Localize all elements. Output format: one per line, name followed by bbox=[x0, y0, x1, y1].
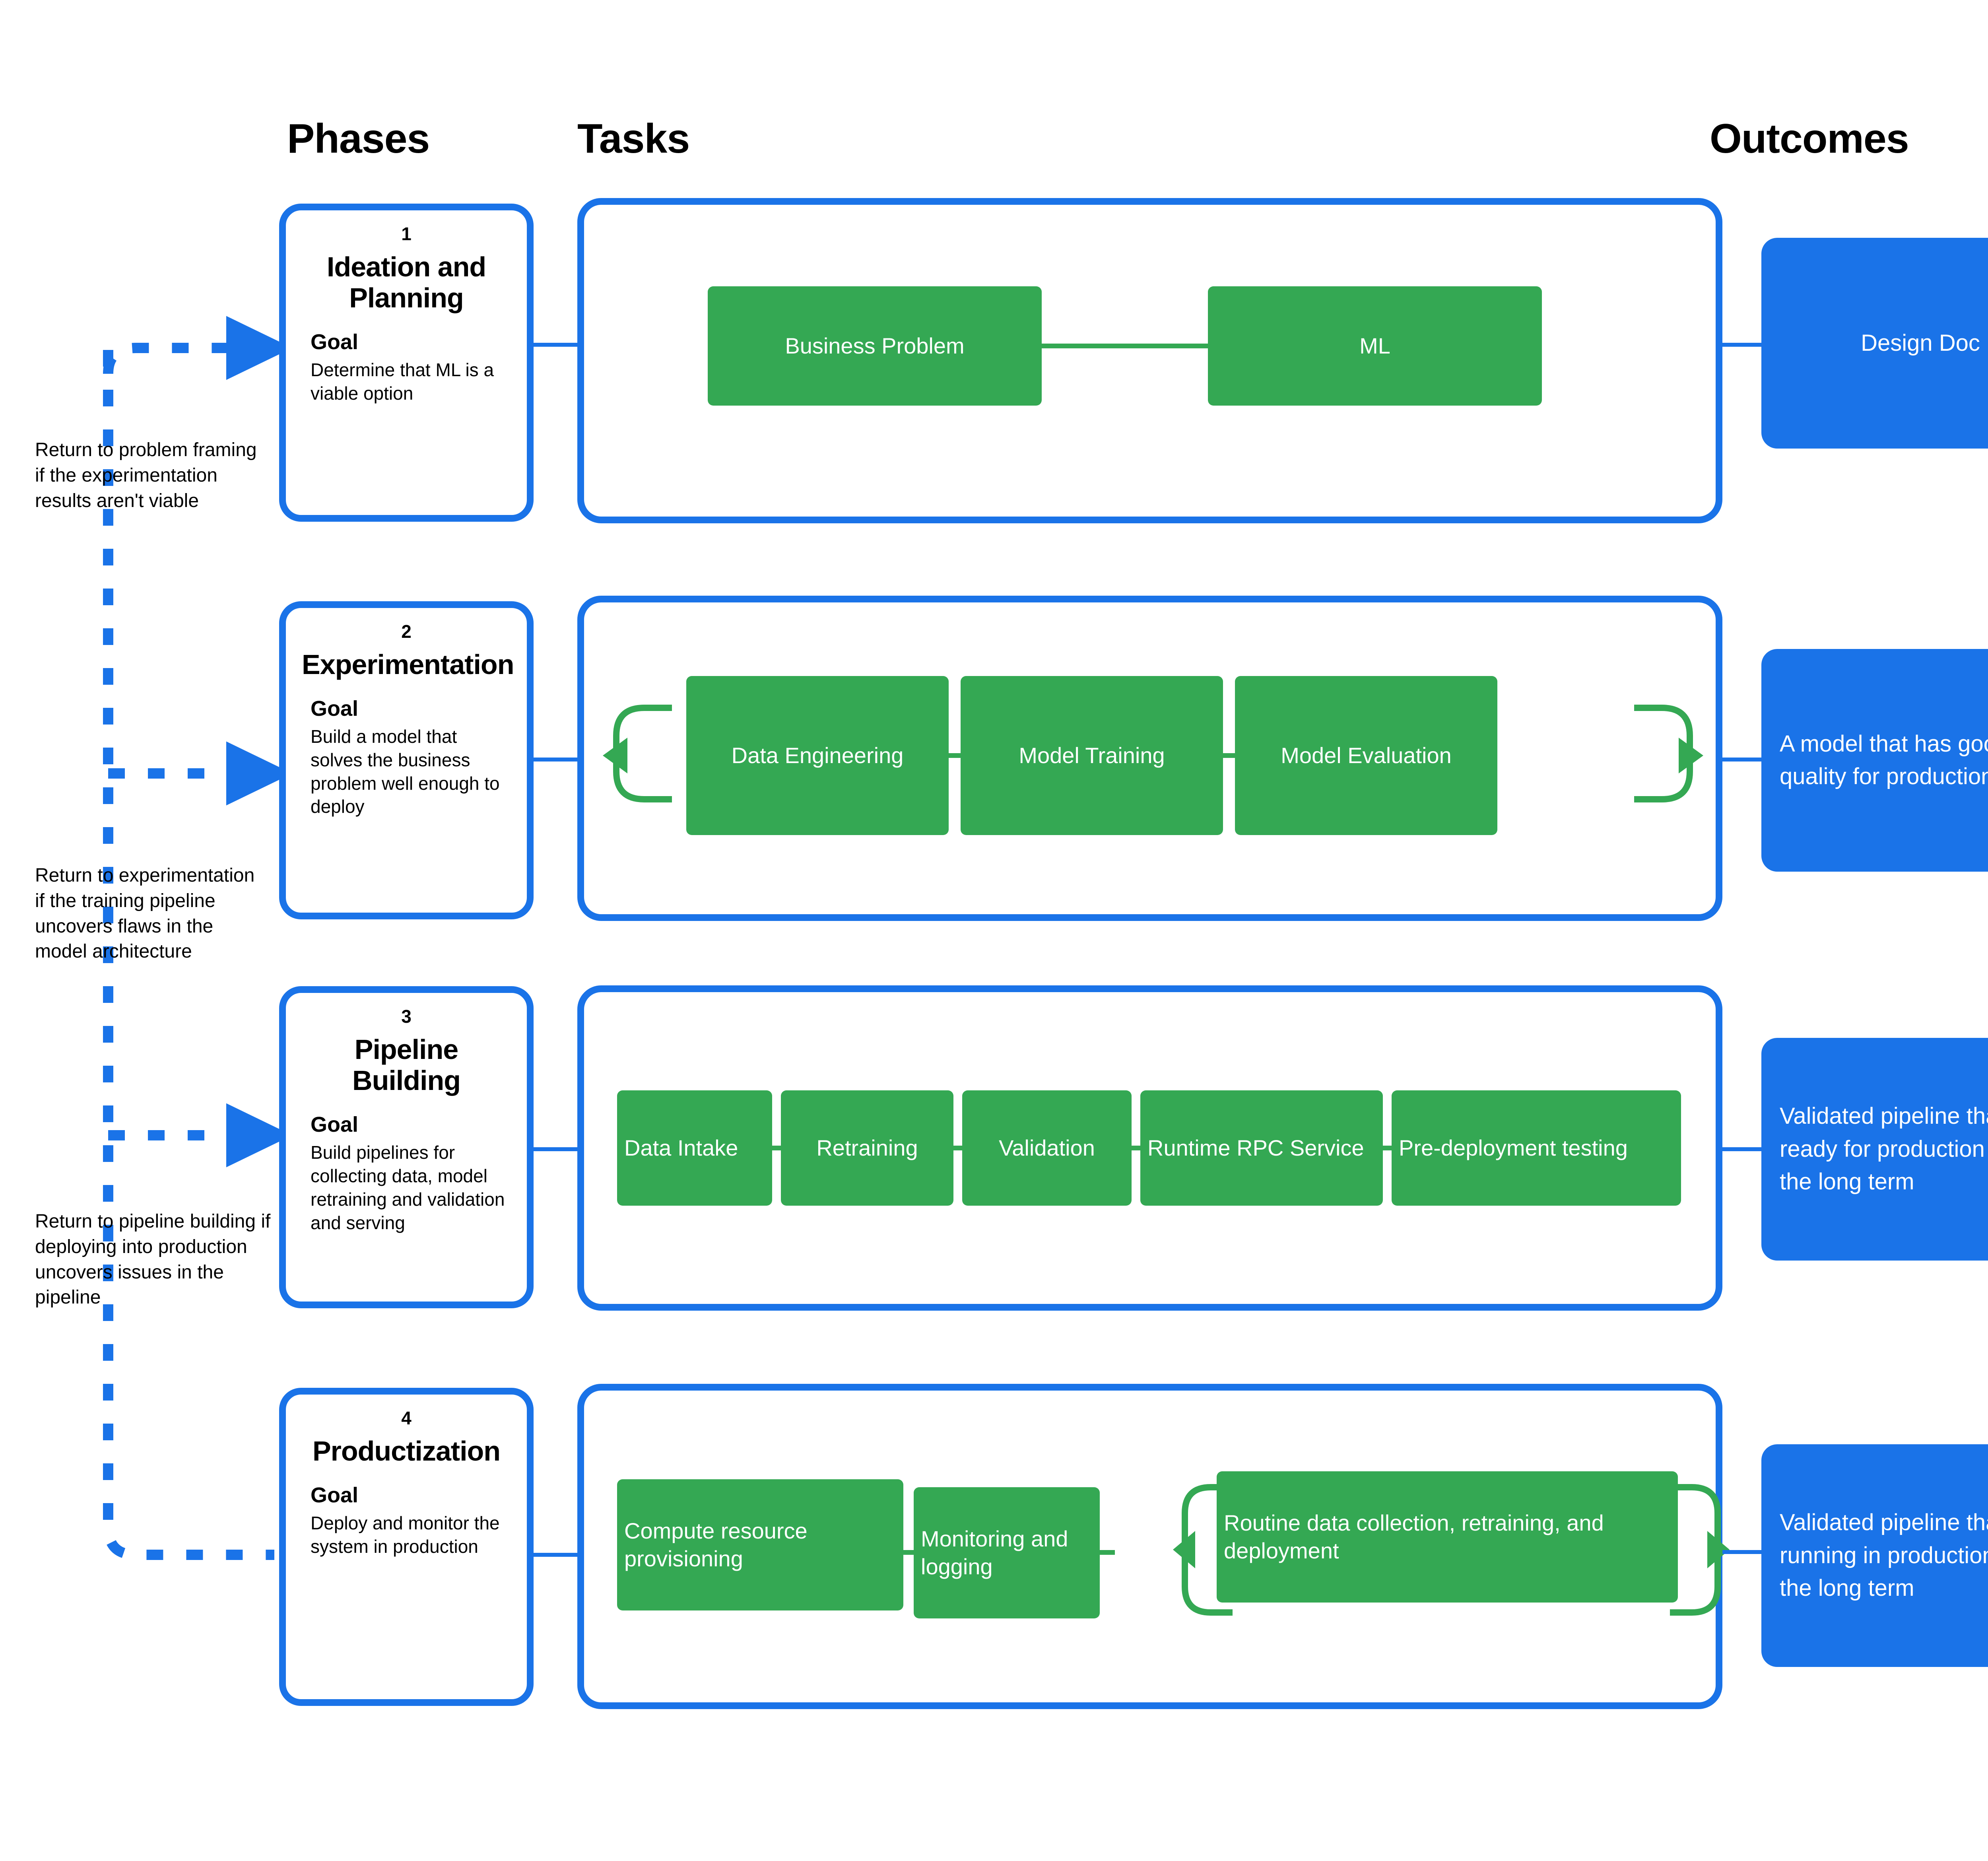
outcome-box-design-doc[interactable]: Design Doc bbox=[1761, 238, 1988, 449]
connector-de-mt bbox=[949, 753, 961, 758]
task-box-model-evaluation[interactable]: Model Evaluation bbox=[1235, 676, 1497, 835]
experimentation-loop-arrows bbox=[603, 705, 1703, 802]
task-box-ml[interactable]: ML bbox=[1208, 286, 1542, 406]
return-note-ideation: Return to problem framing if the experim… bbox=[35, 439, 257, 511]
connector-mt-me bbox=[1223, 753, 1235, 758]
phase-card-3[interactable]: 3 Pipeline Building Goal Build pipelines… bbox=[279, 986, 534, 1308]
goal-text-4: Deploy and monitor the system in product… bbox=[311, 1512, 500, 1557]
connector-val-rpc bbox=[1132, 1146, 1140, 1150]
task-box-validation[interactable]: Validation bbox=[962, 1090, 1132, 1206]
return-route-productization-to-ideation bbox=[103, 350, 274, 1560]
goal-text-2: Build a model that solves the business p… bbox=[311, 726, 500, 817]
connector-rt-val bbox=[953, 1146, 962, 1150]
goal-label-2: Goal bbox=[311, 696, 359, 721]
phase-title-4: Productization bbox=[312, 1435, 501, 1467]
goal-block-2: Goal Build a model that solves the busin… bbox=[302, 696, 511, 818]
return-arrow-to-ideation bbox=[103, 316, 293, 380]
connector-di-rt bbox=[772, 1146, 781, 1150]
connector-crp-ml bbox=[903, 1550, 914, 1555]
connector-phase2-tasks bbox=[534, 758, 581, 761]
task-box-model-training[interactable]: Model Training bbox=[961, 676, 1223, 835]
task-box-business-problem[interactable]: Business Problem bbox=[708, 286, 1042, 406]
connector-tasks2-outcome2 bbox=[1722, 758, 1770, 761]
phase-number-3: 3 bbox=[401, 1006, 412, 1027]
connector-tasks3-outcome3 bbox=[1722, 1147, 1770, 1151]
column-header-tasks: Tasks bbox=[577, 116, 690, 162]
connector-phase3-tasks bbox=[534, 1147, 581, 1151]
connector-ml-rdc bbox=[1100, 1550, 1115, 1555]
task-box-data-intake[interactable]: Data Intake bbox=[617, 1090, 772, 1206]
phase-card-1[interactable]: 1 Ideation and Planning Goal Determine t… bbox=[279, 204, 534, 522]
return-note-experimentation: Return to experimentation if the trainin… bbox=[35, 865, 255, 962]
goal-label-4: Goal bbox=[311, 1483, 359, 1507]
connector-business-problem-ml bbox=[1042, 344, 1208, 348]
task-box-routine-data-collection[interactable]: Routine data collection, retraining, and… bbox=[1217, 1471, 1678, 1603]
phase-title-2: Experimentation bbox=[302, 649, 514, 680]
outcome-box-good-model[interactable]: A model that has good quality for produc… bbox=[1761, 649, 1988, 872]
connector-rpc-pdt bbox=[1383, 1146, 1392, 1150]
goal-text-3: Build pipelines for collecting data, mod… bbox=[311, 1142, 505, 1233]
phase-number-2: 2 bbox=[401, 621, 412, 642]
task-box-retraining[interactable]: Retraining bbox=[781, 1090, 953, 1206]
phase-title-1: Ideation and Planning bbox=[326, 251, 486, 313]
goal-block-1: Goal Determine that ML is a viable optio… bbox=[302, 329, 511, 405]
outcome-box-validated-running[interactable]: Validated pipeline that's running in pro… bbox=[1761, 1444, 1988, 1667]
task-box-runtime-rpc-service[interactable]: Runtime RPC Service bbox=[1140, 1090, 1383, 1206]
column-header-outcomes: Outcomes bbox=[1710, 116, 1909, 162]
connector-phase1-tasks bbox=[534, 343, 581, 347]
connector-phase4-tasks bbox=[534, 1553, 581, 1557]
task-box-data-engineering[interactable]: Data Engineering bbox=[686, 676, 949, 835]
connector-tasks1-outcome1 bbox=[1722, 343, 1770, 347]
goal-block-4: Goal Deploy and monitor the system in pr… bbox=[302, 1482, 511, 1558]
task-box-pre-deployment-testing[interactable]: Pre-deployment testing bbox=[1392, 1090, 1681, 1206]
goal-label-1: Goal bbox=[311, 330, 359, 354]
task-box-compute-resource-provisioning[interactable]: Compute resource provisioning bbox=[617, 1479, 903, 1610]
phase-number-4: 4 bbox=[401, 1408, 412, 1428]
outcome-box-validated-ready[interactable]: Validated pipeline that's ready for prod… bbox=[1761, 1038, 1988, 1261]
phase-number-1: 1 bbox=[401, 223, 412, 244]
productization-loop-arrows bbox=[1173, 1484, 1730, 1616]
task-box-monitoring-and-logging[interactable]: Monitoring and logging bbox=[914, 1487, 1100, 1618]
goal-text-1: Determine that ML is a viable option bbox=[311, 359, 494, 404]
phase-title-3: Pipeline Building bbox=[352, 1033, 461, 1096]
return-note-pipeline-building: Return to pipeline building if deploying… bbox=[35, 1211, 271, 1308]
goal-label-3: Goal bbox=[311, 1113, 359, 1137]
connector-tasks4-outcome4 bbox=[1722, 1550, 1770, 1554]
column-header-phases: Phases bbox=[287, 116, 430, 162]
goal-block-3: Goal Build pipelines for collecting data… bbox=[302, 1112, 511, 1234]
phase-card-4[interactable]: 4 Productization Goal Deploy and monitor… bbox=[279, 1388, 534, 1706]
phase-card-2[interactable]: 2 Experimentation Goal Build a model tha… bbox=[279, 601, 534, 919]
